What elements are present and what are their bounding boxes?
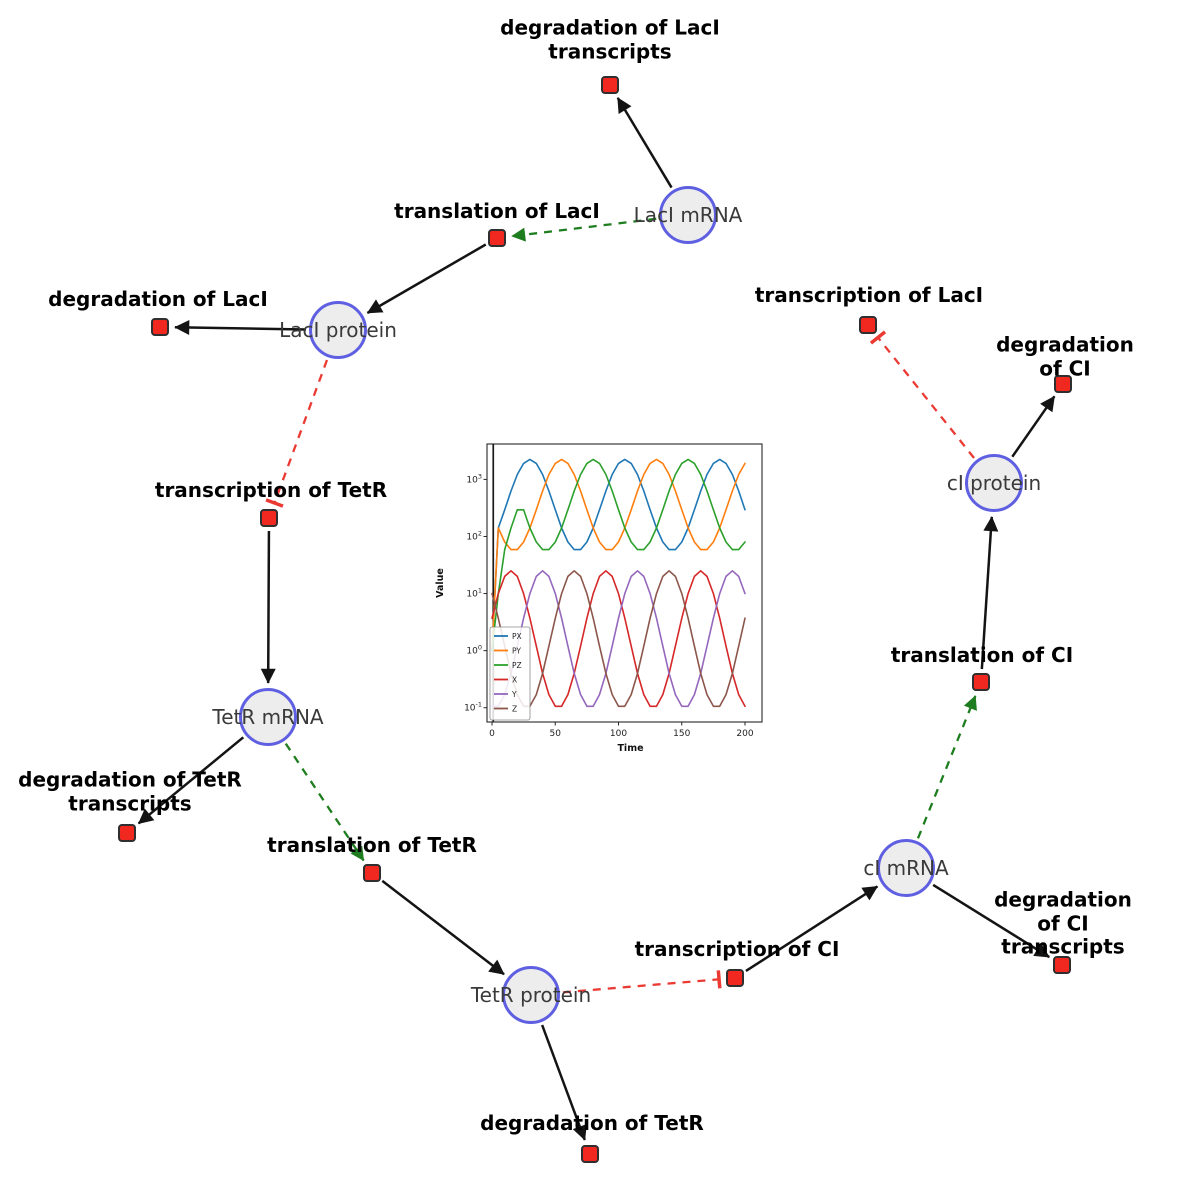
legend-label-PZ: PZ bbox=[512, 661, 522, 670]
x-axis-label: Time bbox=[617, 743, 643, 754]
edge-ci_protein-txn_laci bbox=[869, 330, 975, 459]
species-label-ci_protein: cI protein bbox=[946, 471, 1042, 495]
species-node-laci_protein[interactable] bbox=[309, 301, 367, 359]
series-PZ bbox=[491, 458, 746, 652]
edge-tln_laci-laci_protein bbox=[366, 243, 487, 315]
reaction-node-deg_ci[interactable] bbox=[1054, 375, 1072, 393]
reaction-node-deg_laci[interactable] bbox=[151, 318, 169, 336]
reaction-label-deg_tetr_tx: degradation of TetR transcripts bbox=[18, 767, 242, 815]
series-Z bbox=[491, 570, 746, 708]
y-tick-label: 103 bbox=[466, 472, 482, 485]
edge-laci_mrna-tln_laci bbox=[511, 217, 657, 242]
species-label-tetr_mrna: TetR mRNA bbox=[212, 705, 324, 729]
legend-label-X: X bbox=[512, 675, 517, 684]
edge-ci_protein-deg_ci bbox=[1011, 395, 1056, 458]
edge-laci_protein-txn_tetr bbox=[265, 359, 329, 508]
x-tick-label: 0 bbox=[489, 729, 495, 739]
x-tick-label: 50 bbox=[550, 729, 562, 739]
edges-group bbox=[137, 97, 1056, 1141]
species-node-ci_protein[interactable] bbox=[965, 454, 1023, 512]
series-Y bbox=[491, 570, 746, 708]
species-node-laci_mrna[interactable] bbox=[659, 186, 717, 244]
reaction-label-deg_laci: degradation of LacI bbox=[48, 287, 268, 312]
edge-tln_ci-ci_protein bbox=[980, 516, 999, 670]
species-label-laci_protein: LacI protein bbox=[279, 318, 397, 342]
y-tick-label: 102 bbox=[466, 529, 482, 542]
species-node-tetr_mrna[interactable] bbox=[239, 688, 297, 746]
series-X bbox=[491, 570, 746, 708]
y-tick-label: 100 bbox=[466, 644, 482, 657]
legend-box bbox=[489, 626, 531, 721]
reaction-label-deg_ci_tx: degradation of CI transcripts bbox=[994, 887, 1132, 959]
reaction-node-txn_tetr[interactable] bbox=[260, 509, 278, 527]
edge-tetr_protein-txn_ci bbox=[562, 970, 722, 994]
legend-label-PX: PX bbox=[512, 632, 522, 641]
reaction-label-tln_tetr: translation of TetR bbox=[267, 833, 477, 858]
reaction-label-deg_tetr: degradation of TetR bbox=[480, 1111, 704, 1136]
edge-laci_protein-deg_laci bbox=[174, 319, 307, 335]
x-tick-label: 100 bbox=[610, 729, 627, 739]
edge-ci_mrna-deg_ci_tx bbox=[932, 883, 1050, 959]
series-PX bbox=[491, 458, 746, 652]
legend-label-Y: Y bbox=[511, 690, 517, 699]
edge-laci_mrna-deg_laci_tx bbox=[616, 97, 673, 189]
legend-label-PY: PY bbox=[512, 646, 521, 655]
x-tick-label: 150 bbox=[673, 729, 690, 739]
plot-frame bbox=[486, 443, 763, 723]
reaction-label-txn_tetr: transcription of TetR bbox=[154, 478, 388, 503]
y-tick-label: 101 bbox=[466, 587, 482, 600]
reaction-node-tln_laci[interactable] bbox=[488, 229, 506, 247]
reaction-node-deg_ci_tx[interactable] bbox=[1053, 956, 1071, 974]
reaction-label-tln_ci: translation of CI bbox=[890, 643, 1074, 668]
edge-tln_tetr-tetr_protein bbox=[381, 879, 505, 976]
edge-txn_ci-ci_mrna bbox=[745, 885, 879, 973]
reaction-node-txn_ci[interactable] bbox=[726, 969, 744, 987]
reaction-node-deg_laci_tx[interactable] bbox=[601, 76, 619, 94]
reaction-node-txn_laci[interactable] bbox=[859, 316, 877, 334]
legend-label-Z: Z bbox=[512, 704, 517, 713]
edge-ci_mrna-tln_ci bbox=[916, 695, 977, 839]
species-label-laci_mrna: LacI mRNA bbox=[633, 203, 743, 227]
edge-tetr_mrna-deg_tetr_tx bbox=[137, 736, 245, 825]
x-tick-label: 200 bbox=[736, 729, 753, 739]
species-label-tetr_protein: TetR protein bbox=[470, 983, 592, 1007]
reaction-label-deg_laci_tx: degradation of LacI transcripts bbox=[500, 15, 720, 63]
reaction-label-deg_ci: degradation of CI bbox=[996, 332, 1134, 380]
reaction-node-deg_tetr_tx[interactable] bbox=[118, 824, 136, 842]
reaction-label-txn_laci: transcription of LacI bbox=[754, 283, 984, 308]
y-tick-label: 10-1 bbox=[464, 701, 482, 714]
series-PY bbox=[491, 458, 746, 652]
species-node-ci_mrna[interactable] bbox=[877, 839, 935, 897]
edge-txn_tetr-tetr_mrna bbox=[260, 530, 276, 684]
reaction-node-deg_tetr[interactable] bbox=[581, 1145, 599, 1163]
reaction-node-tln_tetr[interactable] bbox=[363, 864, 381, 882]
reaction-label-txn_ci: transcription of CI bbox=[634, 937, 840, 962]
edge-tetr_protein-deg_tetr bbox=[540, 1024, 587, 1141]
reaction-node-tln_ci[interactable] bbox=[972, 673, 990, 691]
species-label-ci_mrna: cI mRNA bbox=[863, 856, 949, 880]
y-axis-label: Value bbox=[435, 568, 446, 598]
reaction-label-tln_laci: translation of LacI bbox=[394, 199, 600, 224]
species-node-tetr_protein[interactable] bbox=[502, 966, 560, 1024]
